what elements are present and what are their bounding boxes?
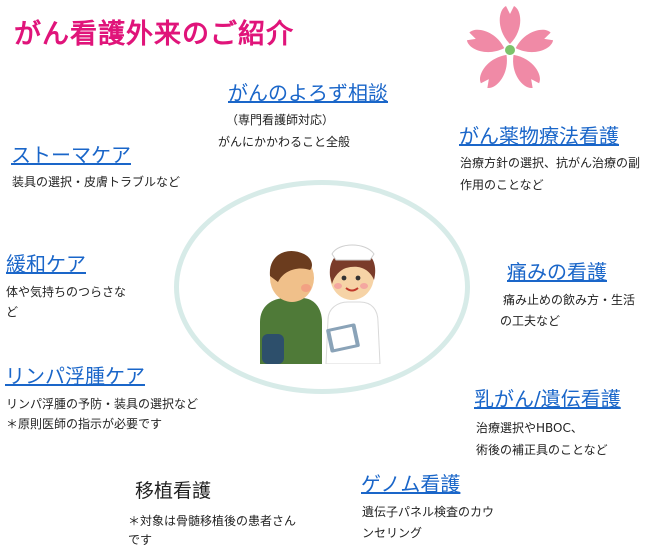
counsel-desc-2: がんにかかわること全般 (218, 135, 351, 149)
link-cancer-counsel[interactable]: がんのよろず相談 (228, 81, 388, 105)
breast-desc-2: 術後の補正具のことなど (476, 443, 608, 457)
transplant-desc-1: ＊対象は骨髄移植後の患者さん (128, 514, 297, 528)
palliative-desc-1: 体や気持ちのつらさな (6, 285, 127, 299)
link-lymphedema-care[interactable]: リンパ浮腫ケア (5, 364, 145, 388)
nurse-consultation-illustration (260, 244, 381, 364)
pain-desc-2: の工夫など (500, 314, 561, 328)
counsel-desc-1: （専門看護師対応） (226, 113, 335, 127)
center-ring (174, 180, 470, 394)
chemo-desc-1: 治療方針の選択、抗がん治療の副 (460, 156, 641, 170)
pain-desc-1: 痛み止めの飲み方・生活 (503, 293, 636, 307)
breast-desc-1: 治療選択やHBOC、 (476, 421, 583, 435)
link-chemotherapy-nursing[interactable]: がん薬物療法看護 (459, 124, 619, 148)
link-stoma-care[interactable]: ストーマケア (11, 143, 131, 167)
cherry-blossom-icon (466, 6, 554, 88)
transplant-heading: 移植看護 (135, 480, 212, 502)
link-pain-nursing[interactable]: 痛みの看護 (507, 260, 607, 284)
stoma-desc-1: 装具の選択・皮膚トラブルなど (12, 175, 181, 189)
lymph-desc-2: ＊原則医師の指示が必要です (6, 417, 163, 431)
transplant-desc-2: です (128, 533, 153, 547)
genome-desc-2: ンセリング (362, 526, 423, 540)
genome-desc-1: 遺伝子パネル検査のカウ (362, 505, 495, 519)
page-title: がん看護外来のご紹介 (14, 19, 294, 50)
link-palliative-care[interactable]: 緩和ケア (6, 252, 86, 276)
lymph-desc-1: リンパ浮腫の予防・装具の選択など (6, 397, 199, 411)
link-breast-genetic-nursing[interactable]: 乳がん/遺伝看護 (474, 387, 621, 411)
chemo-desc-2: 作用のことなど (460, 178, 544, 192)
palliative-desc-2: ど (6, 305, 19, 319)
link-genome-nursing[interactable]: ゲノム看護 (361, 472, 461, 496)
